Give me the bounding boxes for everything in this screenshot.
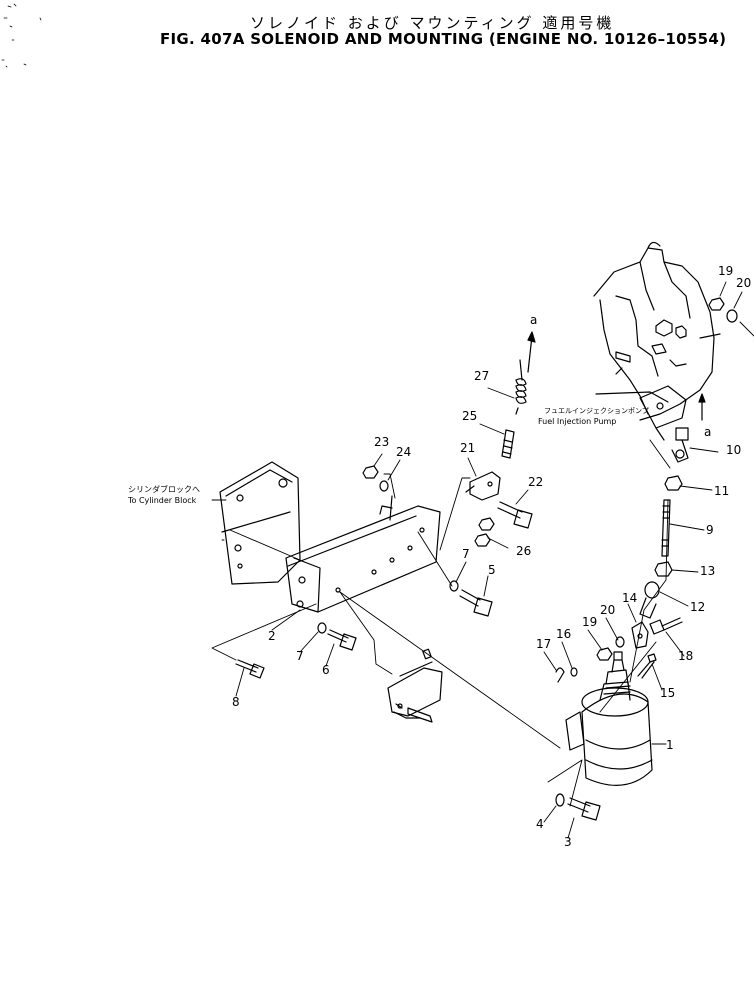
rod-end-25	[501, 429, 515, 459]
clevis-14	[631, 621, 649, 649]
bolt-3	[567, 797, 601, 821]
callout-3: 3	[564, 835, 572, 849]
main-bracket	[285, 495, 441, 613]
callout-12: 12	[690, 600, 705, 614]
pin-15	[637, 653, 657, 679]
scan-specks	[1, 3, 42, 68]
callout-8: 8	[232, 695, 240, 709]
washer-16	[570, 667, 578, 677]
solenoid-1	[565, 651, 653, 786]
washer-20-top	[726, 309, 738, 323]
to-cylinder-block-en: To Cylinder Block	[127, 496, 197, 505]
callout-21: 21	[460, 441, 475, 455]
nut-19-top	[708, 297, 725, 311]
nut-11	[664, 475, 683, 491]
leader-19-20	[719, 281, 754, 337]
nuts-26	[474, 517, 495, 547]
bolt-18	[649, 617, 683, 635]
callout-19-lower: 19	[582, 615, 597, 629]
callout-leaders	[211, 387, 719, 839]
washer-20-lower	[615, 636, 625, 648]
ball-joint-10	[671, 427, 689, 463]
callout-20-lower: 20	[600, 603, 615, 617]
rod-9	[661, 499, 671, 557]
washer-7-upper	[449, 580, 459, 592]
leader-lines	[211, 439, 671, 807]
washer-7-lower	[317, 622, 327, 634]
lever-bracket-21	[465, 471, 501, 501]
callout-27: 27	[474, 369, 489, 383]
callout-20-top: 20	[736, 276, 751, 290]
nut-13	[654, 561, 673, 577]
bolt-6	[327, 629, 357, 651]
callout-9: 9	[706, 523, 714, 537]
fuel-pump-label-en: Fuel Injection Pump	[538, 417, 616, 426]
rod-end-12	[639, 581, 660, 619]
callout-26: 26	[516, 544, 531, 558]
callouts: 1 2 3 4 5 6 7 7 8 9 10 11 12 13 14 15 16…	[127, 264, 751, 849]
callout-11: 11	[714, 484, 729, 498]
washer-4	[555, 793, 565, 807]
callout-6: 6	[322, 663, 330, 677]
callout-2: 2	[268, 629, 276, 643]
view-arrow-top	[527, 331, 536, 373]
callout-13: 13	[700, 564, 715, 578]
callout-16: 16	[556, 627, 571, 641]
bolt-22	[497, 501, 533, 529]
title-japanese: ソレノイド および マウンティング 適用号機	[250, 14, 615, 32]
view-arrow-side	[698, 393, 706, 421]
callout-23: 23	[374, 435, 389, 449]
callout-22: 22	[528, 475, 543, 489]
callout-14: 14	[622, 591, 637, 605]
relay-screw	[395, 703, 433, 723]
washer-24	[379, 480, 389, 492]
callout-15: 15	[660, 686, 675, 700]
spring-27	[515, 359, 527, 415]
pump-lever-plate	[639, 385, 687, 441]
callout-4: 4	[536, 817, 544, 831]
nut-19-lower	[596, 647, 613, 661]
fuel-injection-pump	[593, 241, 721, 421]
to-cylinder-block-jp: シリンダブロックへ	[128, 484, 200, 494]
callout-7a: 7	[296, 649, 304, 663]
relay-box	[387, 648, 443, 719]
callout-17: 17	[536, 637, 551, 651]
fuel-pump-label-jp: フュエルインジェクションポンプ	[544, 407, 649, 415]
title-english: FIG. 407A SOLENOID AND MOUNTING (ENGINE …	[160, 30, 727, 48]
callout-10: 10	[726, 443, 741, 457]
split-pin-17	[555, 667, 565, 683]
view-label-a-side: a	[704, 425, 711, 439]
callout-19-top: 19	[718, 264, 733, 278]
view-label-a-top: a	[530, 313, 537, 327]
callout-7b: 7	[462, 547, 470, 561]
nut-23	[362, 465, 379, 479]
bolt-5	[459, 589, 493, 617]
callout-1: 1	[666, 738, 674, 752]
callout-24: 24	[396, 445, 411, 459]
bolt-8	[235, 659, 265, 679]
callout-5: 5	[488, 563, 496, 577]
callout-25: 25	[462, 409, 477, 423]
